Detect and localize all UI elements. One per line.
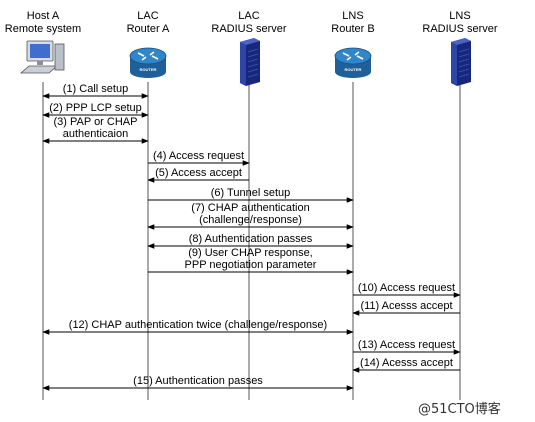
- message-label: (3) PAP or CHAP: [54, 116, 138, 128]
- message-12: (12) CHAP authentication twice (challeng…: [42, 319, 354, 335]
- message-label: PPP negotiation parameter: [185, 259, 317, 271]
- router-icon: ROUTER: [129, 47, 167, 78]
- participant-lac-router-header: LAC Router A: [93, 10, 203, 36]
- message-label: (challenge/response): [199, 214, 302, 226]
- computer-icon: [19, 40, 65, 74]
- router-icon-label: ROUTER: [140, 67, 157, 72]
- router-icon: ROUTER: [334, 47, 372, 78]
- participant-lns-radius-header: LNS RADIUS server: [405, 10, 515, 36]
- message-15: (15) Authentication passes: [42, 375, 354, 391]
- participant-role: RADIUS server: [211, 23, 287, 35]
- participant-host-a-header: Host A Remote system: [0, 10, 98, 36]
- participant-lns-router-header: LNS Router B: [298, 10, 408, 36]
- participant-name: LNS: [342, 10, 364, 22]
- message-label: (7) CHAP authentication: [191, 202, 309, 214]
- server-icon: [451, 38, 471, 86]
- message-9: (9) User CHAP response,PPP negotiation p…: [148, 247, 354, 275]
- server-icon: [240, 38, 260, 86]
- message-label: (11) Acesss accept: [360, 300, 452, 312]
- participant-name: LNS: [449, 10, 471, 22]
- message-label: (10) Access request: [358, 282, 455, 294]
- watermark: @51CTO博客: [418, 402, 501, 417]
- message-label: (12) CHAP authentication twice (challeng…: [69, 319, 327, 331]
- participant-name: LAC: [137, 10, 159, 22]
- message-8: (8) Authentication passes: [147, 233, 354, 249]
- participant-lac-radius-header: LAC RADIUS server: [194, 10, 304, 36]
- message-7: (7) CHAP authentication(challenge/respon…: [147, 202, 354, 230]
- message-label: (2) PPP LCP setup: [49, 102, 142, 114]
- message-label: (14) Acesss accept: [360, 357, 453, 369]
- message-label: authenticaion: [63, 128, 128, 140]
- message-label: (8) Authentication passes: [189, 233, 313, 245]
- messages: (1) Call setup (2) PPP LCP setup (3) PAP o…: [42, 83, 461, 391]
- message-label: (5) Access accept: [155, 167, 242, 179]
- message-label: (15) Authentication passes: [133, 375, 263, 387]
- message-11: (11) Acesss accept: [352, 300, 460, 316]
- participant-name: Host A: [26, 10, 60, 22]
- message-6: (6) Tunnel setup: [148, 187, 354, 203]
- participant-role: Router A: [126, 23, 170, 35]
- message-label: (13) Access request: [358, 339, 455, 351]
- participant-icons: ROUTER ROUTER: [19, 38, 471, 86]
- participant-name: LAC: [238, 10, 260, 22]
- participant-role: Remote system: [4, 23, 82, 35]
- lifelines: [42, 82, 461, 400]
- message-14: (14) Acesss accept: [352, 357, 460, 373]
- router-icon-label: ROUTER: [345, 67, 362, 72]
- message-label: (6) Tunnel setup: [211, 187, 291, 199]
- message-1: (1) Call setup: [42, 83, 149, 99]
- participant-role: Router B: [331, 23, 375, 35]
- message-10: (10) Access request: [353, 282, 461, 298]
- message-label: (1) Call setup: [63, 83, 128, 95]
- message-label: (4) Access request: [153, 150, 244, 162]
- message-4: (4) Access request: [148, 150, 250, 166]
- message-label: (9) User CHAP response,: [188, 247, 313, 259]
- participant-role: RADIUS server: [422, 23, 498, 35]
- message-5: (5) Access accept: [147, 167, 249, 183]
- message-2: (2) PPP LCP setup: [42, 102, 149, 118]
- message-13: (13) Access request: [353, 339, 461, 355]
